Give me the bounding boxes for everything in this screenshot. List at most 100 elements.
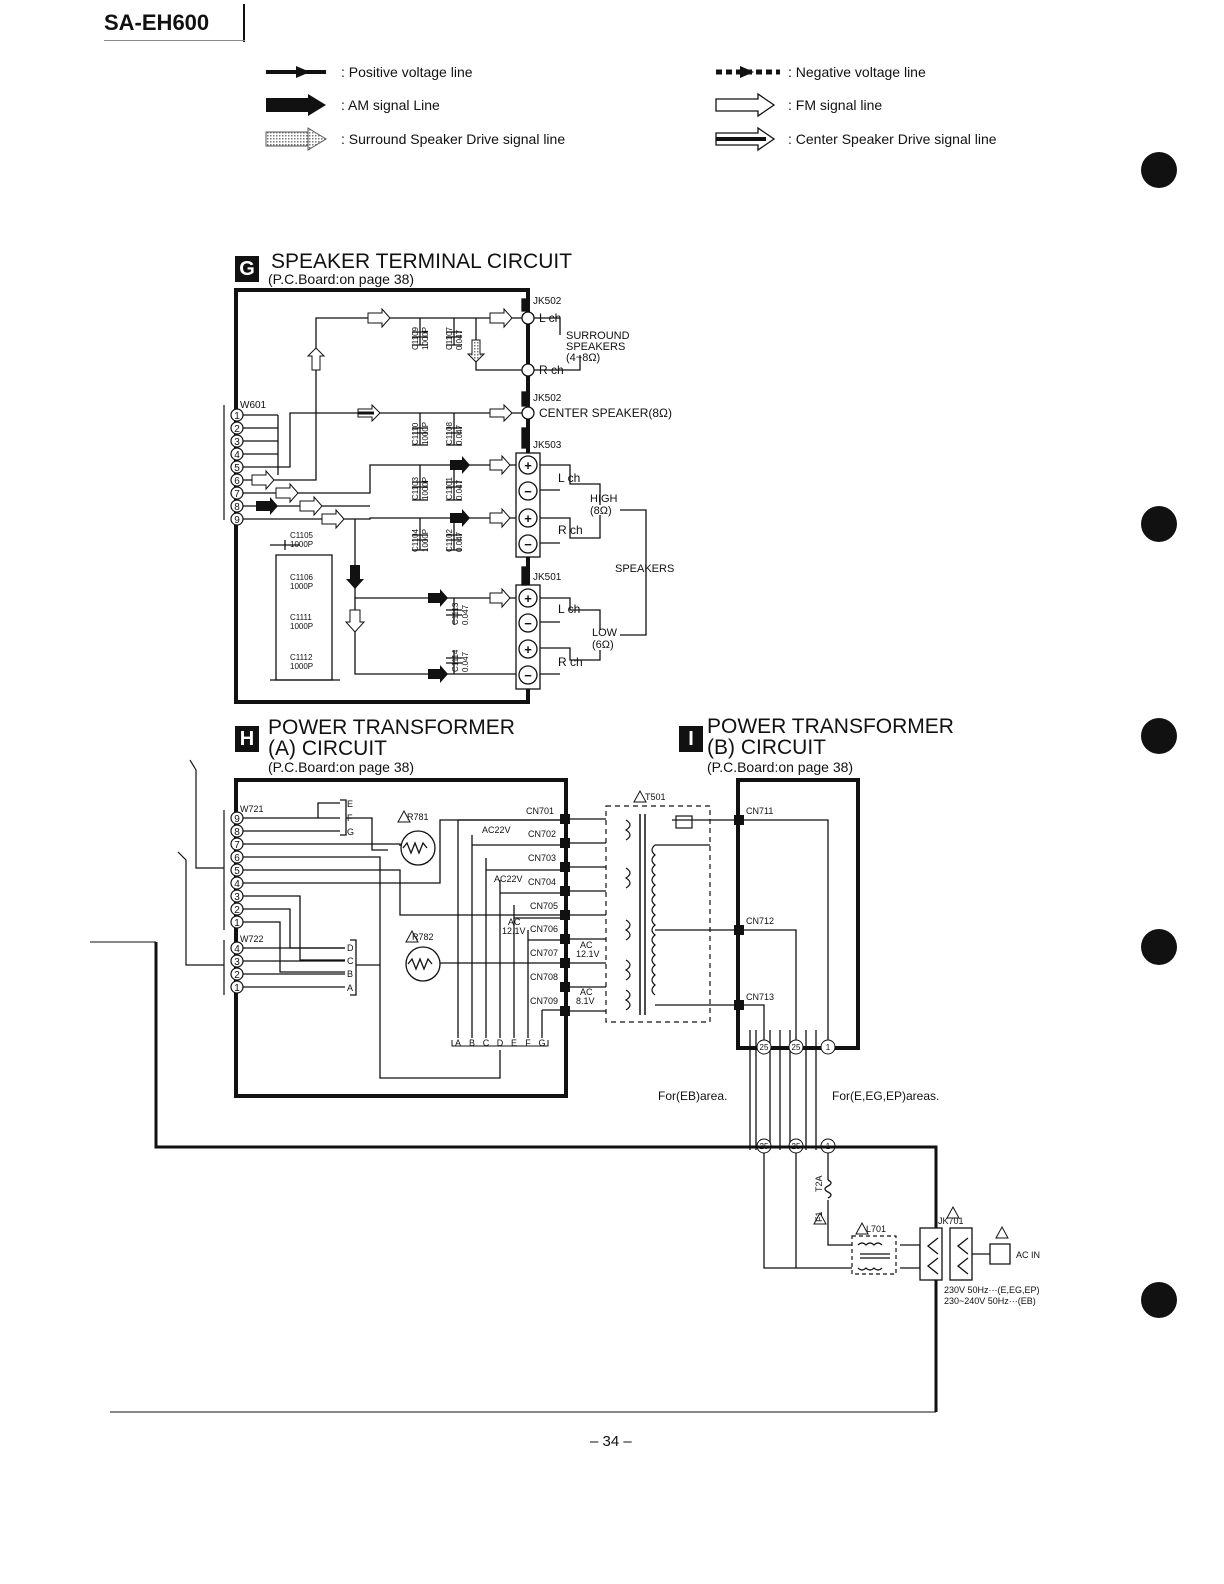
svg-text:1: 1	[234, 918, 240, 929]
svg-text:C1105: C1105	[290, 531, 314, 540]
svg-text:1000P: 1000P	[421, 422, 430, 445]
legend-am-symbol	[266, 94, 326, 116]
binder-hole	[1141, 929, 1177, 965]
page-number: – 34 –	[590, 1433, 632, 1450]
svg-text:CN704: CN704	[528, 877, 556, 887]
svg-text:1000P: 1000P	[421, 327, 430, 350]
svg-text:8.1V: 8.1V	[576, 996, 595, 1006]
svg-text:JK502: JK502	[533, 393, 562, 404]
svg-text:0.047: 0.047	[455, 329, 464, 350]
section-g-title: SPEAKER TERMINAL CIRCUIT	[271, 250, 573, 273]
w601-connector	[223, 405, 244, 526]
svg-text:SPEAKERS: SPEAKERS	[615, 563, 674, 575]
svg-text:−: −	[524, 616, 532, 631]
g-labels: JK502 L ch SURROUND SPEAKERS (4~8Ω) R ch…	[240, 296, 674, 671]
svg-text:1000P: 1000P	[421, 477, 430, 500]
i-wiring	[710, 819, 921, 1269]
section-h-subtitle: (P.C.Board:on page 38)	[268, 759, 415, 775]
svg-text:12.1V: 12.1V	[502, 926, 526, 936]
svg-text:+: +	[524, 511, 532, 526]
svg-text:R ch: R ch	[558, 655, 583, 669]
svg-text:1000P: 1000P	[290, 582, 313, 591]
g-jacks	[515, 298, 541, 690]
svg-text:5: 5	[234, 463, 240, 474]
svg-text:3: 3	[234, 892, 240, 903]
fuse-f1	[824, 1179, 832, 1199]
svg-text:L ch: L ch	[539, 311, 561, 325]
svg-text:1000P: 1000P	[421, 529, 430, 552]
legend-center-label: : Center Speaker Drive signal line	[788, 131, 997, 147]
legend-fm-label: : FM signal line	[788, 97, 883, 113]
svg-text:CENTER SPEAKER(8Ω): CENTER SPEAKER(8Ω)	[539, 406, 672, 420]
svg-text:0.047: 0.047	[455, 424, 464, 445]
svg-text:8: 8	[234, 502, 240, 513]
svg-text:CN707: CN707	[530, 948, 558, 958]
svg-text:CN713: CN713	[746, 992, 774, 1002]
t501-transformer	[570, 805, 711, 1023]
svg-text:For(E,EG,EP)areas.: For(E,EG,EP)areas.	[832, 1089, 939, 1103]
svg-text:1000P: 1000P	[290, 540, 313, 549]
line-filter-l701	[851, 1235, 897, 1275]
svg-text:25: 25	[792, 1043, 801, 1052]
svg-text:(4~8Ω): (4~8Ω)	[566, 352, 600, 364]
svg-text:1: 1	[826, 1043, 831, 1052]
h-labels: W721 W722 E F G D C B A R781 R782 CN701 …	[240, 799, 600, 1006]
svg-text:4: 4	[234, 944, 240, 955]
svg-text:−: −	[524, 668, 532, 683]
svg-text:C: C	[483, 1038, 490, 1048]
svg-text:C1111: C1111	[290, 613, 312, 622]
svg-text:For(EB)area.: For(EB)area.	[658, 1089, 727, 1103]
svg-text:−: −	[524, 484, 532, 499]
svg-text:AC IN: AC IN	[1016, 1250, 1040, 1260]
svg-text:T501: T501	[645, 792, 666, 802]
svg-text:1000P: 1000P	[290, 662, 313, 671]
svg-text:C1101: C1101	[445, 476, 454, 500]
svg-text:C1109: C1109	[411, 326, 420, 350]
i-connectors	[734, 815, 744, 1010]
svg-text:SURROUND: SURROUND	[566, 330, 630, 342]
svg-text:25: 25	[760, 1043, 769, 1052]
g-signal-arrows	[251, 307, 513, 683]
svg-text:5: 5	[234, 866, 240, 877]
h-board-outline	[234, 778, 568, 1098]
main-power-loop	[90, 941, 938, 1413]
model-number: SA-EH600	[104, 10, 210, 35]
svg-text:2: 2	[234, 905, 240, 916]
svg-text:CN706: CN706	[530, 924, 558, 934]
binder-hole	[1141, 152, 1177, 188]
svg-text:W601: W601	[240, 400, 267, 411]
svg-text:+: +	[524, 591, 532, 606]
svg-text:0.047: 0.047	[455, 479, 464, 500]
svg-text:2: 2	[234, 424, 240, 435]
svg-text:JK502: JK502	[533, 296, 562, 307]
svg-text:L ch: L ch	[558, 602, 580, 616]
svg-text:6: 6	[234, 853, 240, 864]
svg-text:AC22V: AC22V	[482, 825, 511, 835]
svg-text:JK501: JK501	[533, 572, 562, 583]
section-g-subtitle: (P.C.Board:on page 38)	[268, 271, 415, 287]
legend-negative-symbol	[716, 66, 780, 78]
svg-text:7: 7	[234, 489, 240, 500]
section-h-title-line1: POWER TRANSFORMER	[268, 716, 515, 739]
svg-text:C1113: C1113	[451, 602, 460, 625]
svg-text:LOW: LOW	[592, 627, 618, 639]
section-i-badge: I	[679, 726, 703, 752]
svg-text:3: 3	[234, 957, 240, 968]
legend-am-label: : AM signal Line	[341, 97, 440, 113]
svg-text:8: 8	[234, 827, 240, 838]
binder-hole	[1141, 1282, 1177, 1318]
header-underline	[104, 40, 245, 41]
svg-text:R781: R781	[407, 812, 429, 822]
svg-text:AC22V: AC22V	[494, 874, 523, 884]
svg-text:0.047: 0.047	[461, 604, 470, 625]
svg-text:B: B	[347, 969, 353, 979]
ac-inlet-jk701	[919, 1227, 1011, 1281]
svg-text:CN705: CN705	[530, 901, 558, 911]
svg-text:4: 4	[234, 879, 240, 890]
h-side-brackets	[177, 759, 224, 966]
svg-text:CN712: CN712	[746, 916, 774, 926]
svg-text:A: A	[455, 1038, 461, 1048]
svg-text:T2A: T2A	[814, 1175, 824, 1192]
svg-text:9: 9	[234, 515, 240, 526]
